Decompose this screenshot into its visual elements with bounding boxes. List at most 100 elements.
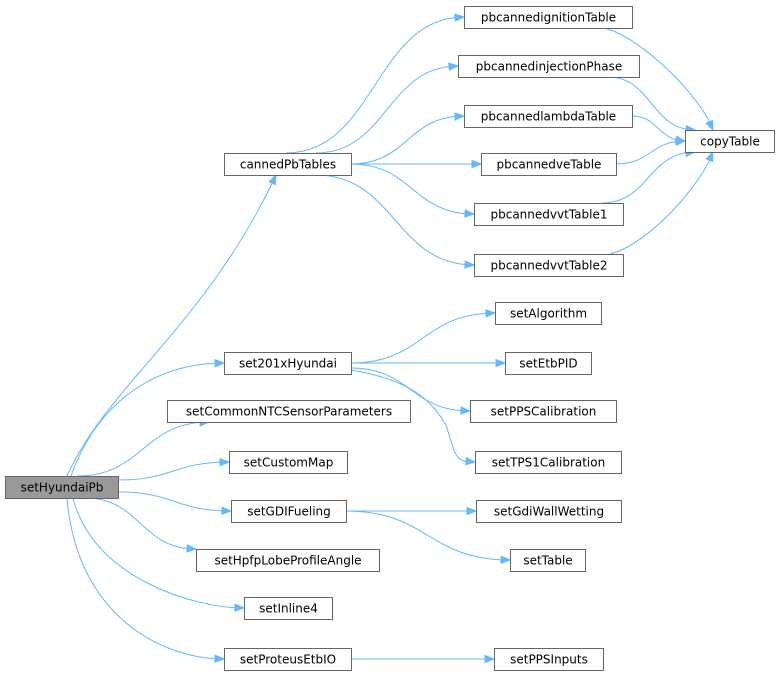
call-graph-edges [66, 13, 714, 664]
node-box [474, 254, 624, 277]
edge-set201xHyundai-to-setAlgorithm [350, 312, 496, 364]
node-label: setAlgorithm [510, 307, 587, 321]
node-label: cannedPbTables [240, 158, 336, 172]
node-setPPSInputs[interactable]: setPPSInputs [494, 648, 604, 671]
edge-cannedPbTables-to-pbcannedvvtTable1 [350, 163, 475, 215]
node-box [474, 203, 624, 226]
node-label: setGDIFueling [247, 505, 331, 519]
node-label: setEtbPID [519, 357, 577, 371]
node-label: pbcannedlambdaTable [481, 110, 616, 124]
node-label: pbcannedinjectionPhase [476, 60, 622, 74]
call-graph-nodes: setHyundaiPb cannedPbTables pbcannedigniti… [5, 6, 775, 671]
node-box [495, 302, 602, 325]
edge-pbcannedinjectionPhase-to-copyTable [607, 76, 696, 131]
node-label: copyTable [700, 135, 760, 149]
edge-cannedPbTables-to-pbcannedlambdaTable [350, 115, 465, 165]
arrowhead-icon [495, 358, 507, 368]
arrowhead-icon [485, 309, 497, 318]
node-box [224, 352, 352, 375]
node-setTPS1Calibration[interactable]: setTPS1Calibration [475, 451, 622, 474]
node-pbcannedveTable[interactable]: pbcannedveTable [481, 153, 617, 176]
node-label: pbcannedvvtTable1 [491, 208, 608, 222]
edge-setHyundaiPb-to-setHpfpLobeProfileAngle [84, 497, 197, 550]
arrowhead-icon [454, 112, 466, 121]
edge-set201xHyundai-to-setPPSCalibration [350, 367, 471, 412]
arrowhead-icon [219, 457, 231, 467]
node-pbcannedinjectionPhase[interactable]: pbcannedinjectionPhase [458, 55, 640, 78]
arrowhead-icon [465, 456, 477, 466]
node-pbcannedignitionTable[interactable]: pbcannedignitionTable [464, 6, 633, 29]
node-label: pbcannedvvtTable2 [491, 259, 608, 273]
edge-setGDIFueling-to-setTable [345, 510, 511, 561]
node-box [458, 55, 640, 78]
node-pbcannedvvtTable1[interactable]: pbcannedvvtTable1 [474, 203, 624, 226]
edge-set201xHyundai-to-setTPS1Calibration [350, 369, 476, 463]
node-setTable[interactable]: setTable [510, 549, 586, 572]
arrowhead-icon [268, 173, 277, 186]
node-box [464, 6, 633, 29]
edge-setHyundaiPb-to-setProteusEtbIO [66, 497, 225, 660]
arrowhead-icon [464, 209, 476, 218]
edge-setHyundaiPb-to-setCustomMap [117, 461, 230, 481]
node-set201xHyundai[interactable]: set201xHyundai [224, 352, 352, 375]
arrowhead-icon [675, 137, 687, 146]
node-box [224, 648, 352, 671]
node-box [476, 500, 622, 523]
arrowhead-icon [214, 359, 226, 368]
node-label: setCustomMap [244, 456, 334, 470]
node-pbcannedvvtTable2[interactable]: pbcannedvvtTable2 [474, 254, 624, 277]
node-label: setPPSInputs [510, 653, 588, 667]
arrowhead-icon [186, 544, 198, 553]
node-box [505, 352, 592, 375]
node-label: setHyundaiPb [21, 481, 104, 495]
arrowhead-icon [460, 406, 472, 415]
node-box [196, 549, 380, 572]
edge-setHyundaiPb-to-setCommonNTCSensorParameters [76, 421, 210, 477]
node-copyTable[interactable]: copyTable [685, 130, 775, 153]
edge-pbcannedignitionTable-to-copyTable [603, 27, 714, 131]
edge-setHyundaiPb-to-cannedPbTables [66, 174, 277, 477]
node-box [510, 549, 586, 572]
edge-cannedPbTables-to-pbcannedvvtTable2 [315, 174, 475, 266]
node-label: setTable [523, 554, 572, 568]
node-setInline4[interactable]: setInline4 [244, 597, 333, 620]
arrowhead-icon [454, 13, 466, 22]
node-pbcannedlambdaTable[interactable]: pbcannedlambdaTable [464, 105, 633, 128]
node-setGDIFueling[interactable]: setGDIFueling [231, 500, 347, 523]
node-label: set201xHyundai [239, 357, 337, 371]
node-setGdiWallWetting[interactable]: setGdiWallWetting [476, 500, 622, 523]
node-box [231, 500, 347, 523]
edge-setHyundaiPb-to-setGDIFueling [117, 491, 232, 512]
node-label: pbcannedveTable [497, 158, 602, 172]
edge-pbcannedveTable-to-copyTable [615, 140, 686, 165]
node-box [229, 451, 348, 474]
arrowhead-icon [705, 119, 714, 132]
node-box [494, 648, 604, 671]
arrowhead-icon [466, 506, 478, 516]
arrowhead-icon [484, 654, 496, 664]
node-label: setPPSCalibration [491, 405, 597, 419]
node-cannedPbTables[interactable]: cannedPbTables [224, 153, 352, 176]
node-setPPSCalibration[interactable]: setPPSCalibration [470, 400, 617, 423]
arrowhead-icon [705, 150, 714, 163]
node-setAlgorithm[interactable]: setAlgorithm [495, 302, 602, 325]
edge-setHyundaiPb-to-set201xHyundai [70, 362, 225, 477]
node-box [244, 597, 333, 620]
node-setEtbPID[interactable]: setEtbPID [505, 352, 592, 375]
node-setCommonNTCSensorParameters[interactable]: setCommonNTCSensorParameters [167, 400, 411, 423]
node-box [481, 153, 617, 176]
arrowhead-icon [448, 62, 460, 71]
node-label: setGdiWallWetting [494, 505, 604, 519]
edge-setHyundaiPb-to-setInline4 [72, 497, 245, 609]
node-label: setInline4 [259, 602, 318, 616]
edge-cannedPbTables-to-pbcannedinjectionPhase [315, 65, 459, 154]
node-setHyundaiPb[interactable]: setHyundaiPb [5, 476, 119, 499]
arrowhead-icon [500, 555, 512, 564]
node-label: pbcannedignitionTable [481, 11, 616, 25]
node-setProteusEtbIO[interactable]: setProteusEtbIO [224, 648, 352, 671]
node-label: setProteusEtbIO [240, 653, 336, 667]
node-setCustomMap[interactable]: setCustomMap [229, 451, 348, 474]
arrowhead-icon [464, 260, 476, 269]
node-setHpfpLobeProfileAngle[interactable]: setHpfpLobeProfileAngle [196, 549, 380, 572]
